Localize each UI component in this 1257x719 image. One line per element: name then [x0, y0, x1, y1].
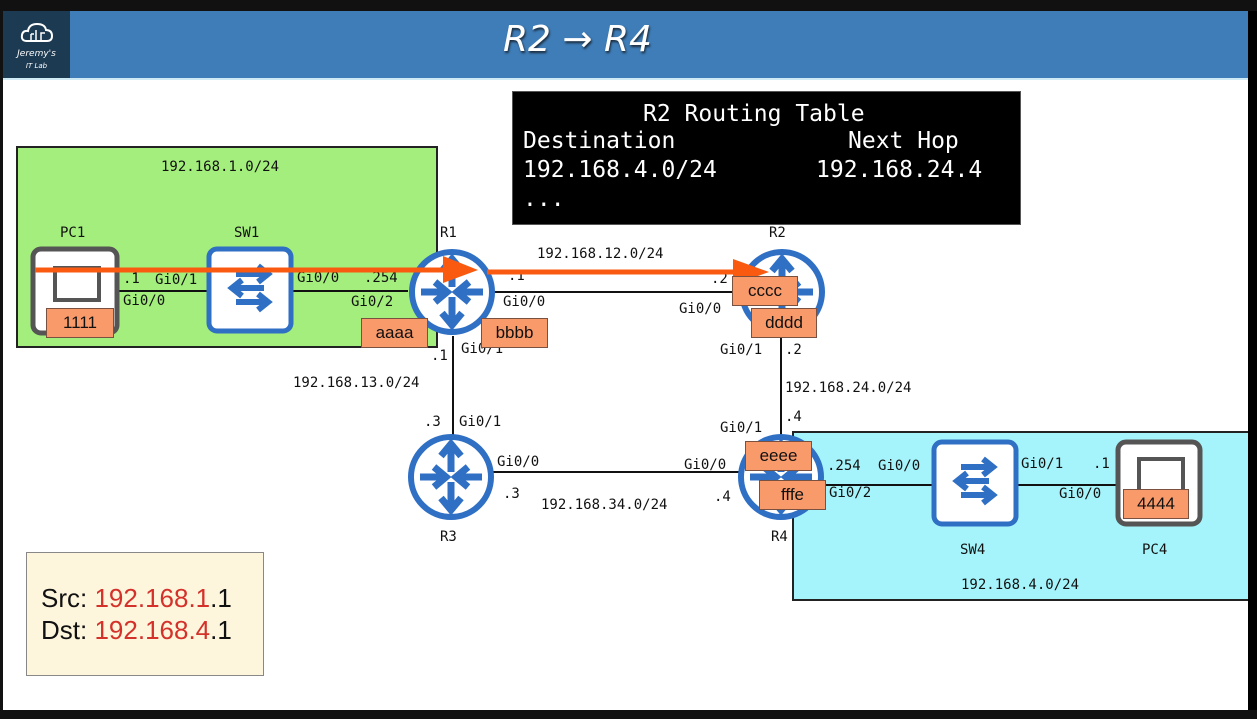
r1-gi02-ip-label: .254	[364, 270, 398, 286]
r3-r4-network-label: 192.168.34.0/24	[541, 497, 668, 513]
packet-info-box: Src: 192.168.1.1 Dst: 192.168.4.1	[26, 552, 264, 676]
link-sw4-pc4	[1018, 484, 1118, 486]
link-r3-r4	[493, 471, 743, 473]
r1-gi00-ip-label: .1	[508, 268, 525, 284]
link-r1-r2	[493, 291, 743, 293]
link-r2-r4	[780, 333, 782, 443]
logo-line2: IT Lab	[25, 62, 48, 70]
r4-gi01-label: Gi0/1	[720, 420, 763, 436]
pc4-label: PC4	[1142, 542, 1168, 558]
routing-table-header-next-hop: Next Hop	[848, 128, 959, 154]
routing-table-row-destination: 192.168.4.0/24	[523, 157, 717, 183]
r4-gi00-label: Gi0/0	[684, 457, 727, 473]
r1-gi01-ip-label: .1	[431, 348, 448, 364]
dst-host: .1	[210, 615, 232, 645]
pc1-ip-label: .1	[123, 271, 140, 287]
header-divider	[3, 78, 1248, 80]
routing-table-ellipsis: ...	[523, 186, 565, 212]
slide-title: R2 → R4	[503, 19, 652, 60]
r2-r4-network-label: 192.168.24.0/24	[785, 380, 912, 396]
src-host: .1	[210, 583, 232, 613]
r1-r2-network-label: 192.168.12.0/24	[537, 246, 664, 262]
pc4-ip-label: .1	[1093, 456, 1110, 472]
sw4-device[interactable]	[931, 439, 1019, 531]
mac-tag-pc1: 1111	[46, 308, 114, 338]
lan4-network-label: 192.168.4.0/24	[961, 577, 1080, 593]
mac-tag-r2-gi00: cccc	[732, 276, 798, 306]
r2-gi00-label: Gi0/0	[679, 301, 722, 317]
mac-tag-pc4: 4444	[1123, 489, 1189, 519]
router-icon	[408, 434, 494, 520]
r2-gi00-ip-label: .2	[711, 271, 728, 287]
r4-label: R4	[771, 529, 788, 545]
mac-tag-r4-gi01: eeee	[745, 441, 812, 471]
r3-label: R3	[440, 529, 457, 545]
dst-label: Dst:	[41, 615, 88, 645]
logo-line1: Jeremy's	[17, 49, 56, 59]
pc1-gi00-label: Gi0/0	[123, 293, 166, 309]
r1-r3-network-label: 192.168.13.0/24	[293, 375, 420, 391]
cloud-circuit-icon	[20, 22, 54, 42]
sw1-device[interactable]	[206, 246, 294, 338]
mac-tag-r2-gi01: dddd	[751, 308, 817, 338]
mac-tag-r1-gi00: bbbb	[481, 318, 548, 348]
routing-table-title: R2 Routing Table	[643, 101, 865, 127]
r3-gi01-label: Gi0/1	[459, 414, 502, 430]
dst-line: Dst: 192.168.4.1	[41, 615, 232, 646]
sw4-label: SW4	[960, 542, 986, 558]
routing-table-header-destination: Destination	[523, 128, 676, 154]
sw1-label: SW1	[234, 225, 260, 241]
logo: Jeremy's IT Lab	[3, 11, 70, 78]
routing-table: R2 Routing Table Destination Next Hop 19…	[512, 91, 1021, 225]
src-line: Src: 192.168.1.1	[41, 583, 232, 614]
slide: Jeremy's IT Lab R2 → R4 192.168.1.0/24 1…	[3, 11, 1248, 710]
link-sw1-r1	[293, 290, 408, 292]
sw4-gi00-label: Gi0/0	[878, 458, 921, 474]
routing-table-row-next-hop: 192.168.24.4	[816, 157, 983, 183]
r3-gi00-ip-label: .3	[503, 486, 520, 502]
header-bar: Jeremy's IT Lab R2 → R4	[3, 11, 1248, 78]
r1-label: R1	[440, 225, 457, 241]
src-label: Src:	[41, 583, 88, 613]
r2-gi01-ip-label: .2	[785, 342, 802, 358]
r3-gi01-ip-label: .3	[424, 414, 441, 430]
sw4-gi01-label: Gi0/1	[1021, 456, 1064, 472]
src-network: 192.168.1	[94, 583, 211, 613]
r2-gi01-label: Gi0/1	[720, 342, 763, 358]
r4-gi02-label: Gi0/2	[829, 485, 872, 501]
r4-gi00-ip-label: .4	[714, 489, 731, 505]
mac-tag-r1-gi02: aaaa	[361, 318, 428, 348]
lan1-network-label: 192.168.1.0/24	[161, 159, 280, 175]
r1-gi02-label: Gi0/2	[351, 294, 394, 310]
window-edge	[1248, 11, 1257, 710]
r3-device[interactable]	[406, 432, 496, 526]
switch-icon	[931, 439, 1019, 527]
r2-label: R2	[769, 225, 786, 241]
link-r1-r3	[452, 336, 454, 436]
sw1-gi01-label: Gi0/1	[155, 272, 198, 288]
switch-icon	[206, 246, 294, 334]
pc1-label: PC1	[60, 225, 86, 241]
r4-gi01-ip-label: .4	[785, 409, 802, 425]
link-pc1-sw1	[118, 290, 208, 292]
sw1-gi00-label: Gi0/0	[297, 270, 340, 286]
r4-gi02-ip-label: .254	[827, 458, 861, 474]
link-r4-sw4	[823, 484, 933, 486]
r1-gi00-label: Gi0/0	[503, 294, 546, 310]
mac-tag-r4-gi02: fffe	[759, 480, 826, 510]
dst-network: 192.168.4	[94, 615, 211, 645]
pc4-gi00-label: Gi0/0	[1059, 486, 1102, 502]
r3-gi00-label: Gi0/0	[497, 454, 540, 470]
